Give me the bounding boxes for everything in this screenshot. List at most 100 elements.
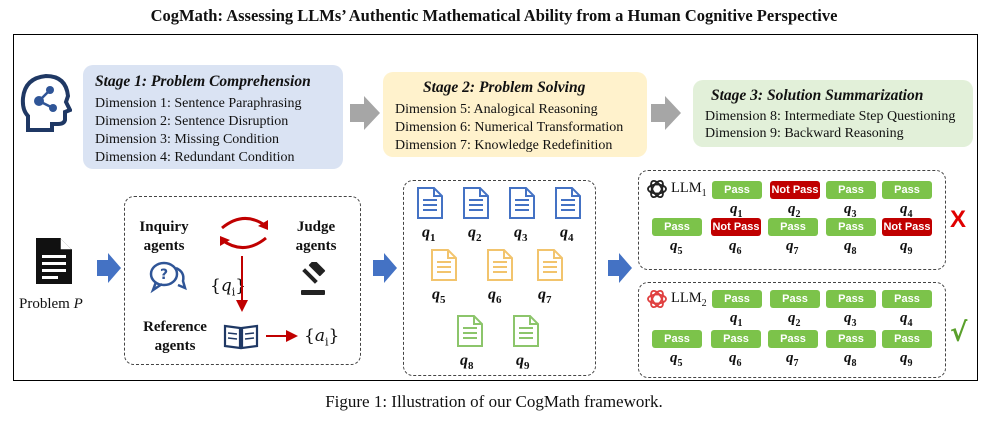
- gavel-icon: [301, 262, 326, 295]
- result-badge: Pass: [712, 181, 762, 199]
- result-question-label: q9: [900, 350, 913, 369]
- generated-questions-set: {qi}: [210, 276, 247, 299]
- dimension-3: Dimension 3: Missing Condition: [95, 132, 279, 147]
- dimension-7: Dimension 7: Knowledge Redefinition: [395, 138, 613, 153]
- llm1-verdict-fail-icon: X: [950, 206, 967, 233]
- figure-frame: [13, 34, 978, 381]
- result-question-label: q6: [729, 350, 742, 369]
- problem-document-icon: [36, 238, 72, 284]
- result-question-label: q4: [900, 310, 913, 329]
- question-label: q2: [468, 224, 482, 245]
- question-document-icon: [509, 187, 535, 219]
- question-document-icon: [513, 315, 539, 347]
- questions-box: [403, 180, 596, 376]
- flow-arrow-1: [97, 253, 121, 283]
- dimension-2: Dimension 2: Sentence Disruption: [95, 114, 289, 129]
- llm2-results-box: [638, 282, 946, 378]
- stage-2-title: Stage 2: Problem Solving: [423, 79, 586, 96]
- result-question-label: q3: [844, 310, 857, 329]
- result-question-label: q8: [844, 350, 857, 369]
- result-badge: Pass: [882, 290, 932, 308]
- flow-arrow-2: [373, 253, 397, 283]
- question-document-icon: [457, 315, 483, 347]
- result-badge: Pass: [711, 330, 761, 348]
- question-label: q3: [514, 224, 528, 245]
- down-arrow: [236, 256, 248, 312]
- result-badge: Pass: [652, 218, 702, 236]
- result-badge: Pass: [826, 218, 876, 236]
- brain-head-icon: [20, 73, 72, 132]
- llm2-label: LLM2: [671, 290, 707, 309]
- llm2-verdict-pass-icon: √: [950, 318, 968, 348]
- dimension-1: Dimension 1: Sentence Paraphrasing: [95, 96, 302, 111]
- problem-label: Problem P: [19, 296, 83, 312]
- result-question-label: q5: [670, 350, 683, 369]
- result-question-label: q9: [900, 238, 913, 257]
- dimension-5: Dimension 5: Analogical Reasoning: [395, 102, 598, 117]
- result-badge: Pass: [826, 330, 876, 348]
- agents-box: [124, 196, 361, 365]
- reference-answers-set: {ai}: [304, 326, 340, 349]
- chat-question-icon: ?: [149, 261, 187, 294]
- result-badge: Pass: [768, 218, 818, 236]
- stage-1-title: Stage 1: Problem Comprehension: [95, 73, 311, 90]
- result-badge: Pass: [652, 330, 702, 348]
- interaction-cycle-icon: [220, 217, 268, 249]
- dimension-4: Dimension 4: Redundant Condition: [95, 150, 295, 165]
- question-document-icon: [487, 249, 513, 281]
- result-question-label: q8: [844, 238, 857, 257]
- question-document-icon: [431, 249, 457, 281]
- result-badge: Pass: [882, 181, 932, 199]
- book-icon: [223, 324, 259, 350]
- result-question-label: q4: [900, 201, 913, 220]
- openai-logo-red-icon: [647, 289, 667, 309]
- stage-arrow-1: [350, 96, 380, 130]
- question-label: q8: [460, 352, 474, 373]
- result-question-label: q6: [729, 238, 742, 257]
- question-label: q5: [432, 286, 446, 307]
- result-question-label: q1: [730, 310, 743, 329]
- result-badge: Pass: [826, 181, 876, 199]
- result-badge: Pass: [882, 330, 932, 348]
- result-question-label: q7: [786, 350, 799, 369]
- result-question-label: q2: [788, 310, 801, 329]
- result-badge: Pass: [826, 290, 876, 308]
- question-document-icon: [555, 187, 581, 219]
- result-badge: Not Pass: [770, 181, 820, 199]
- result-question-label: q3: [844, 201, 857, 220]
- question-label: q4: [560, 224, 574, 245]
- result-badge: Pass: [768, 330, 818, 348]
- stage-1-box: Stage 1: Problem Comprehension Dimension…: [83, 65, 343, 169]
- dimension-9: Dimension 9: Backward Reasoning: [705, 126, 904, 141]
- flow-arrow-3: [608, 253, 632, 283]
- result-badge: Not Pass: [882, 218, 932, 236]
- result-badge: Pass: [712, 290, 762, 308]
- figure-title: CogMath: Assessing LLMs’ Authentic Mathe…: [150, 6, 838, 25]
- stage-3-box: Stage 3: Solution Summarization Dimensio…: [693, 80, 973, 147]
- llm1-results-box: [638, 170, 946, 270]
- question-label: q6: [488, 286, 502, 307]
- question-label: q7: [538, 286, 552, 307]
- stage-arrow-2: [651, 96, 681, 130]
- dimension-6: Dimension 6: Numerical Transformation: [395, 120, 624, 135]
- llm1-label: LLM1: [671, 180, 707, 199]
- openai-logo-icon: [647, 179, 667, 199]
- question-label: q1: [422, 224, 436, 245]
- result-badge: Not Pass: [711, 218, 761, 236]
- result-question-label: q5: [670, 238, 683, 257]
- question-label: q9: [516, 352, 530, 373]
- figure-caption: Figure 1: Illustration of our CogMath fr…: [325, 392, 663, 411]
- stage-2-box: Stage 2: Problem Solving Dimension 5: An…: [383, 72, 647, 157]
- result-question-label: q7: [786, 238, 799, 257]
- stage-3-title: Stage 3: Solution Summarization: [711, 87, 924, 104]
- svg-text:?: ?: [160, 267, 168, 283]
- result-badge: Pass: [770, 290, 820, 308]
- right-arrow: [266, 330, 298, 342]
- dimension-8: Dimension 8: Intermediate Step Questioni…: [705, 109, 956, 124]
- result-question-label: q1: [730, 201, 743, 220]
- question-document-icon: [463, 187, 489, 219]
- question-document-icon: [417, 187, 443, 219]
